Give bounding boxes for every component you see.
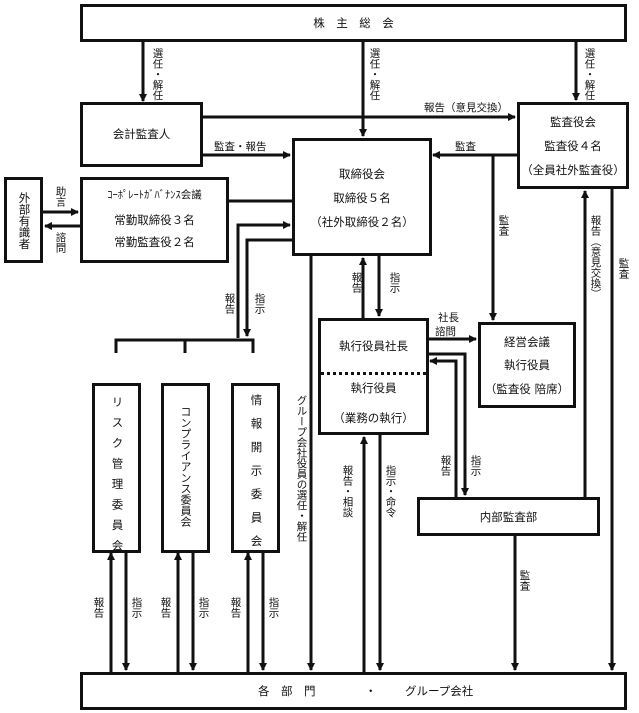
executive-role-label: （業務の執行） <box>333 411 414 425</box>
label-report-consult: 報告・相談 <box>341 465 354 518</box>
shareholders-label: 株 主 総 会 <box>313 16 394 30</box>
external-experts-label: 外部有識者 <box>17 192 32 250</box>
label-report-opinion-exchange: 報告（意見交換） <box>424 102 508 114</box>
label-audit-to-management: 監査 <box>497 215 510 236</box>
label-executive-instruct-internal-audit: 指示 <box>469 455 482 476</box>
label-instruct-order: 指示・命令 <box>384 465 397 518</box>
audit-board-count: 監査役４名 <box>544 139 602 153</box>
label-compliance-report: 報告 <box>159 597 172 618</box>
internal-audit-label: 内部監査部 <box>479 510 538 524</box>
label-board-instruct-committees: 指示 <box>253 293 266 314</box>
executive-president-label: 執行役員社長 <box>339 339 408 353</box>
label-appoint-audit-board: 選任・解任 <box>583 48 596 101</box>
node-shareholders-meeting: 株 主 総 会 <box>80 4 627 42</box>
label-disclosure-report: 報告 <box>229 597 242 618</box>
management-meeting-title: 経営会議 <box>504 335 550 349</box>
label-board-instruct-executive: 指示 <box>388 272 401 293</box>
label-group-officers: グループ会社役員の選任・解任 <box>295 395 308 542</box>
label-president-consult-2: 諮問 <box>435 326 456 338</box>
label-compliance-instruct: 指示 <box>197 597 210 618</box>
audit-board-note: （全員社外監査役） <box>521 163 625 177</box>
executive-divider <box>321 372 426 375</box>
label-audit-board-to-board: 監査 <box>455 141 476 153</box>
label-appoint-board: 選任・解任 <box>368 48 381 101</box>
governance-council-auditors: 常勤監査役２名 <box>114 235 195 249</box>
governance-council-directors: 常勤取締役３名 <box>114 213 195 227</box>
label-internal-audit-audit-departments: 監査 <box>518 570 531 591</box>
node-departments-group: 各 部 門 ・ グループ会社 <box>80 672 627 710</box>
departments-separator: ・ <box>365 684 377 698</box>
compliance-committee-label: コンプライアンス委員会 <box>179 406 192 527</box>
edge-board-instruct-committees <box>243 238 292 337</box>
accounting-auditor-label: 会計監査人 <box>112 127 171 141</box>
group-companies-label: グループ会社 <box>405 684 474 698</box>
label-internal-audit-report: 報告 <box>439 455 452 476</box>
node-audit-board: 監査役会 監査役４名 （全員社外監査役） <box>517 102 629 189</box>
disclosure-committee-label: 情報開示委員会 <box>249 394 264 559</box>
executive-officers-label: 執行役員 <box>350 381 397 395</box>
departments-label: 各 部 門 <box>258 684 316 698</box>
label-audit-report: 監査・報告 <box>214 141 267 153</box>
edge-committees-report-board <box>236 221 291 338</box>
label-risk-report: 報告 <box>92 597 105 618</box>
node-accounting-auditor: 会計監査人 <box>80 102 203 167</box>
label-internal-audit-report-audit-board: 報告（意見交換） <box>589 215 602 299</box>
label-consult: 諮問 <box>54 232 67 253</box>
label-audit-board-audit-departments: 監査 <box>617 258 630 279</box>
node-internal-audit: 内部監査部 <box>417 497 600 536</box>
risk-committee-label: リスク管理委員会 <box>110 396 125 560</box>
label-executive-report-board: 報告 <box>350 272 363 293</box>
node-risk-committee: リスク管理委員会 <box>92 383 141 560</box>
node-management-meeting: 経営会議 執行役員 （監査役 陪席） <box>478 322 576 408</box>
node-compliance-committee: コンプライアンス委員会 <box>161 383 210 553</box>
label-disclosure-instruct: 指示 <box>267 597 280 618</box>
governance-council-title: ｺｰﾎﾟﾚｰﾄｶﾞﾊﾞﾅﾝｽ会議 <box>107 189 202 201</box>
label-president-consult-1: 社長 <box>438 312 459 324</box>
node-disclosure-committee: 情報開示委員会 <box>231 383 280 559</box>
edge-internal-audit-report-executive <box>429 357 458 497</box>
management-meeting-note: （監査役 陪席） <box>484 382 570 396</box>
label-appoint-accounting-auditor: 選任・解任 <box>151 48 164 101</box>
management-meeting-members: 執行役員 <box>504 358 550 372</box>
label-risk-instruct: 指示 <box>130 597 143 618</box>
node-governance-council: ｺｰﾎﾟﾚｰﾄｶﾞﾊﾞﾅﾝｽ会議 常勤取締役３名 常勤監査役２名 <box>80 177 229 263</box>
audit-board-title: 監査役会 <box>550 115 596 129</box>
node-external-experts: 外部有識者 <box>4 177 43 263</box>
node-board-of-directors: 取締役会 取締役５名 （社外取締役２名） <box>292 138 432 256</box>
label-committees-report: 報告 <box>223 293 236 314</box>
label-advice: 助言 <box>54 186 67 207</box>
board-note: （社外取締役２名） <box>310 215 414 229</box>
edge-executive-instruct-internal-audit <box>428 352 469 496</box>
board-count: 取締役５名 <box>333 191 391 205</box>
node-executive-officers: 執行役員社長 執行役員 （業務の執行） <box>318 318 429 435</box>
board-title: 取締役会 <box>339 167 385 181</box>
